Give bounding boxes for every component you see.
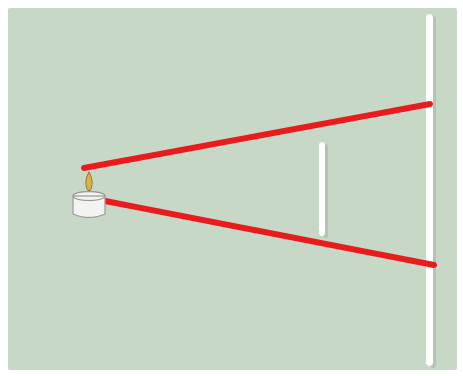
projection-screen: [426, 14, 433, 366]
candle-body: [72, 195, 106, 219]
lower-light-ray: [97, 197, 437, 268]
flame-icon: [85, 171, 93, 191]
upper-light-ray: [81, 101, 433, 171]
diagram-background: [8, 8, 457, 370]
candle-icon: [72, 171, 106, 219]
middle-barrier: [319, 142, 325, 236]
candle-rim: [72, 190, 106, 202]
